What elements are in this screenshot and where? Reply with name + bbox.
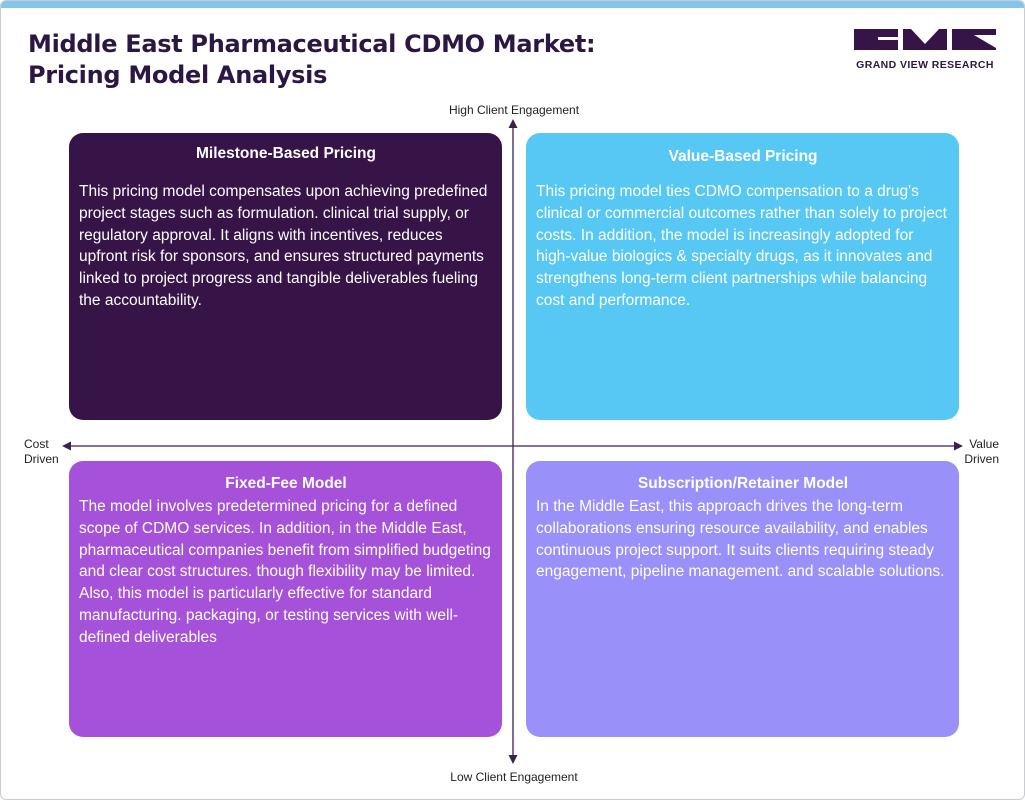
quadrant-title: Subscription/Retainer Model bbox=[637, 475, 849, 492]
quadrant-description: In the Middle East, this approach drives… bbox=[536, 498, 945, 581]
axis-label-right: Value Driven bbox=[964, 437, 999, 467]
quadrant-description: This pricing model compensates upon achi… bbox=[79, 183, 488, 309]
logo-text: GRAND VIEW RESEARCH bbox=[856, 59, 994, 71]
grand-view-research-logo: GRAND VIEW RESEARCH bbox=[854, 29, 996, 71]
quadrant-title: Value-Based Pricing bbox=[668, 148, 818, 165]
arrow-up-icon bbox=[508, 119, 518, 128]
quadrant-fixed-fee-model: Fixed-Fee Model The model involves prede… bbox=[69, 461, 502, 737]
page-title: Middle East Pharmaceutical CDMO Market: … bbox=[28, 29, 596, 91]
axis-label-left-line-2: Driven bbox=[24, 452, 59, 466]
logo-mark-icon bbox=[854, 29, 996, 50]
arrow-left-icon bbox=[62, 441, 71, 451]
quadrant-description: This pricing model ties CDMO compensatio… bbox=[536, 183, 947, 309]
quadrant-subscription-retainer-model: Subscription/Retainer Model In the Middl… bbox=[526, 461, 959, 737]
axis-label-left: Cost Driven bbox=[24, 437, 59, 467]
quadrant-title: Fixed-Fee Model bbox=[225, 475, 347, 492]
arrow-right-icon bbox=[954, 441, 963, 451]
axis-label-bottom: Low Client Engagement bbox=[450, 770, 578, 784]
quadrant-description: The model involves predetermined pricing… bbox=[79, 498, 491, 646]
axis-label-top: High Client Engagement bbox=[448, 103, 580, 117]
arrow-down-icon bbox=[508, 755, 518, 764]
top-accent-bar bbox=[1, 1, 1024, 8]
title-line-1: Middle East Pharmaceutical CDMO Market: bbox=[28, 30, 596, 58]
quadrant-value-based-pricing: Value-Based Pricing This pricing model t… bbox=[526, 133, 959, 420]
axis-label-right-line-1: Value bbox=[969, 437, 999, 451]
title-line-2: Pricing Model Analysis bbox=[28, 61, 328, 89]
quadrant-title: Milestone-Based Pricing bbox=[195, 145, 376, 162]
quadrant-milestone-based-pricing: Milestone-Based Pricing This pricing mod… bbox=[69, 133, 502, 420]
axis-label-right-line-2: Driven bbox=[964, 452, 999, 466]
axis-label-left-line-1: Cost bbox=[24, 437, 49, 451]
